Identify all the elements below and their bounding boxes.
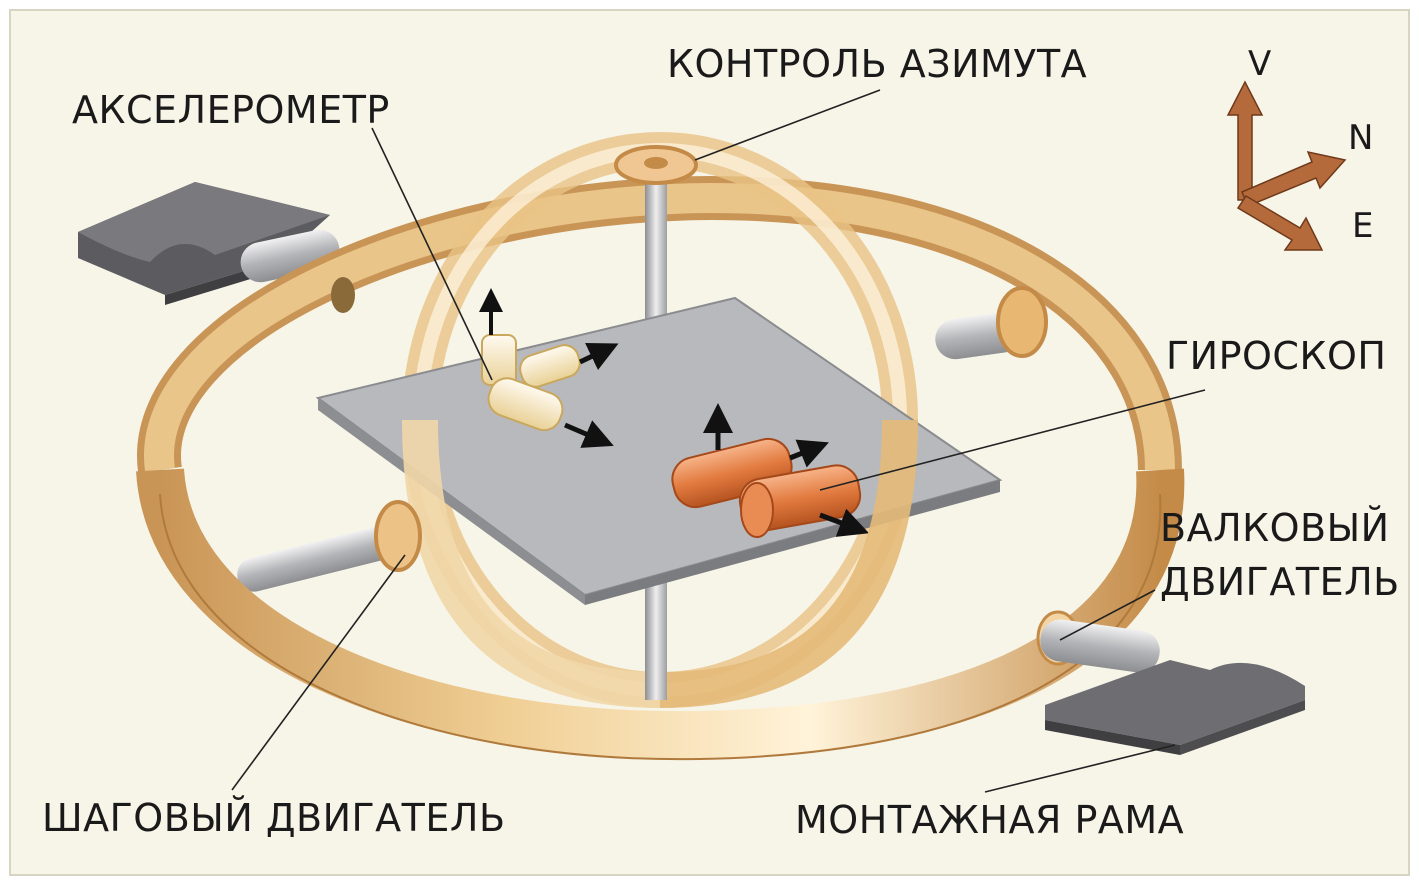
label-accelerometer: АКСЕЛЕРОМЕТР: [72, 88, 390, 132]
ring-hole: [331, 277, 355, 313]
leader-stepper: [231, 554, 406, 791]
rod-lower-right: [1036, 610, 1160, 673]
label-stepper-motor: ШАГОВЫЙ ДВИГАТЕЛЬ: [42, 796, 506, 840]
leader-roll-motor: [1059, 589, 1156, 641]
gyroscope-cluster: [671, 403, 870, 538]
leader-mount: [984, 744, 1176, 793]
leader-azimuth: [694, 89, 881, 161]
outer-ring: [137, 175, 1182, 474]
east-axis-arrow: [1236, 194, 1324, 251]
axis-label-v: V: [1248, 44, 1272, 84]
mount-bracket-right: [1045, 660, 1305, 755]
leader-gyroscope: [819, 389, 1206, 491]
leader-lines: [231, 89, 1206, 793]
label-mounting-frame: МОНТАЖНАЯ РАМА: [795, 798, 1185, 842]
leader-accelerometer: [371, 127, 493, 381]
axis-triad: [1226, 80, 1347, 251]
inner-ring-front: [402, 419, 661, 708]
accelerometer-cluster: [479, 288, 619, 448]
label-roll-motor-line1: ВАЛКОВЫЙ: [1160, 506, 1390, 550]
vertical-axis-arrow: [1226, 80, 1264, 201]
label-gyroscope: ГИРОСКОП: [1166, 334, 1387, 378]
rod-right: [935, 286, 1048, 360]
label-azimuth-control: КОНТРОЛЬ АЗИМУТА: [667, 42, 1088, 86]
axis-label-n: N: [1348, 118, 1374, 158]
label-roll-motor-line2: ДВИГАТЕЛЬ: [1160, 560, 1400, 604]
axis-label-e: E: [1352, 206, 1374, 246]
rod-lower-left: [237, 500, 422, 592]
north-axis-arrow: [1241, 150, 1347, 207]
